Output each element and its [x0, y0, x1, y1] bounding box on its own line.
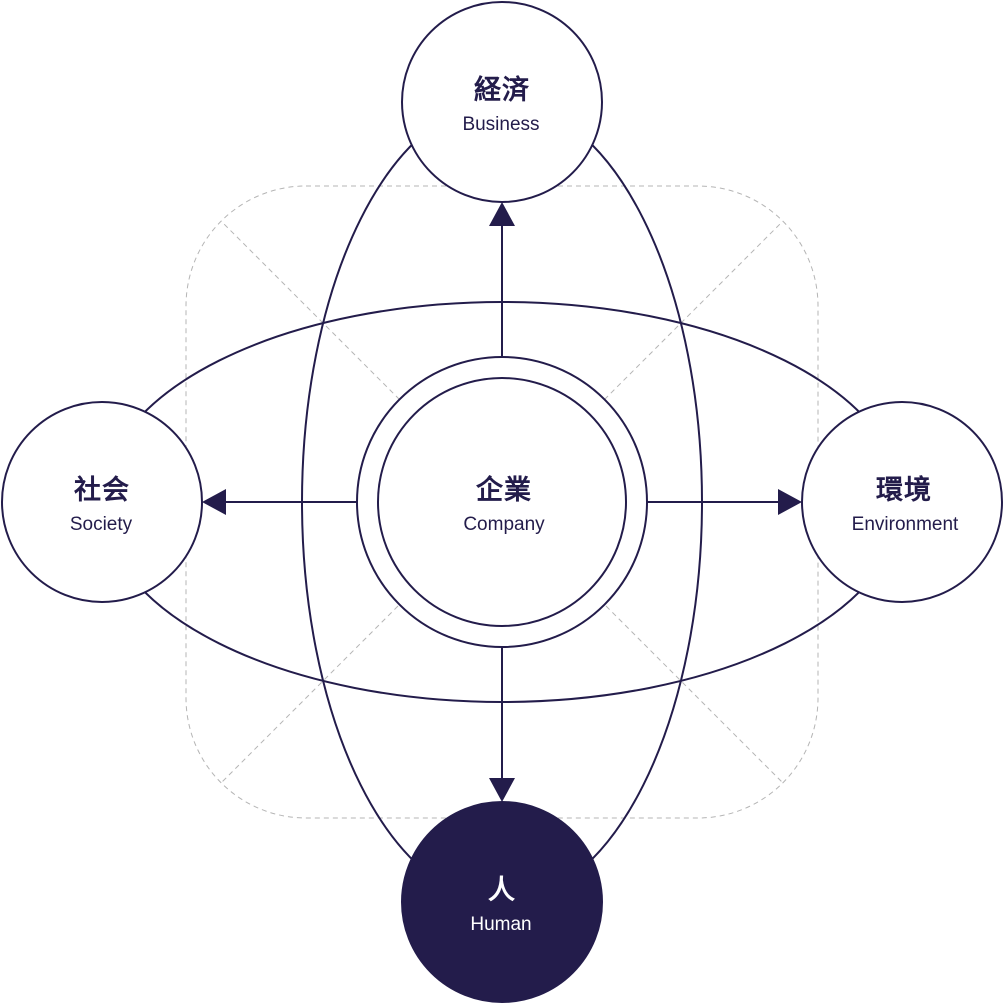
environment-circle — [801, 401, 1003, 603]
business-label-jp: 経済 — [474, 74, 530, 106]
society-circle — [1, 401, 203, 603]
arrow-up-icon — [489, 202, 515, 226]
human-label-jp: 人 — [488, 875, 516, 906]
arrow-right-icon — [778, 489, 802, 515]
society-label-en: Society — [70, 514, 133, 535]
node-business: 経済 Business — [401, 1, 603, 203]
arrow-left-icon — [202, 489, 226, 515]
environment-label-jp: 環境 — [876, 475, 932, 506]
business-label-en: Business — [462, 114, 539, 135]
node-society: 社会 Society — [1, 401, 203, 603]
dashed-diagonal-2 — [186, 186, 818, 818]
human-circle — [401, 801, 603, 1003]
node-human: 人 Human — [401, 801, 603, 1003]
arrow-down-icon — [489, 778, 515, 802]
company-label-en: Company — [463, 514, 545, 535]
company-label-jp: 企業 — [476, 474, 532, 506]
business-circle — [401, 1, 603, 203]
company-inner-ring — [377, 377, 627, 627]
society-label-jp: 社会 — [74, 474, 130, 506]
node-company: 企業 Company — [356, 356, 648, 648]
human-label-en: Human — [470, 914, 531, 935]
environment-label-en: Environment — [852, 514, 959, 535]
connectors — [222, 222, 782, 782]
dashed-diagonal-1 — [186, 186, 818, 818]
node-environment: 環境 Environment — [801, 401, 1003, 603]
arrowheads — [202, 202, 802, 802]
